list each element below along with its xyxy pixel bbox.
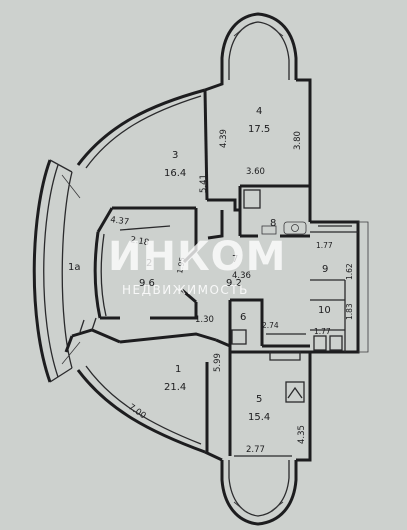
- room-3-number: 3: [172, 150, 178, 161]
- room-10-number: 10: [318, 305, 331, 316]
- dim-2-77: 2.77: [246, 445, 265, 455]
- room-5-number: 5: [256, 394, 262, 405]
- dim-1-62: 1.62: [345, 263, 354, 280]
- dim-2-18: 2.18: [129, 235, 149, 248]
- room-6-number: 6: [240, 312, 246, 323]
- room-7-area: 9.2: [226, 278, 242, 289]
- interior-walls: [64, 184, 369, 457]
- dim-4-36: 4.36: [232, 271, 251, 281]
- room-9-number: 9: [322, 264, 328, 275]
- dim-3-60: 3.60: [246, 167, 265, 177]
- room-2-area: 9.6: [139, 278, 155, 289]
- dim-4-35: 4.35: [297, 425, 307, 444]
- room-1-area: 21.4: [164, 382, 186, 393]
- dim-1-95: 1.95: [175, 256, 187, 274]
- room-2-number: 2: [146, 258, 152, 269]
- room-7-number: 7: [232, 254, 238, 265]
- dim-1-77-bottom: 1.77: [314, 327, 331, 336]
- dim-1-83: 1.83: [345, 303, 354, 320]
- dim-1-30: 1.30: [195, 315, 214, 325]
- room-3-area: 16.4: [164, 168, 186, 179]
- dim-5-41: 5.41: [199, 174, 209, 193]
- dim-5-99: 5.99: [213, 353, 223, 372]
- room-1-number: 1: [175, 364, 181, 375]
- room-4-area: 17.5: [248, 124, 270, 135]
- room-8-number: 8: [270, 218, 276, 229]
- dim-4-37: 4.37: [110, 215, 130, 228]
- room-1a-number: 1a: [68, 262, 81, 273]
- dim-2-74: 2.74: [262, 321, 279, 330]
- watermark-subtitle: НЕДВИЖИМОСТЬ: [122, 283, 249, 297]
- room-labels: 1a 1 21.4 2 9.6 3 16.4 4 17.5 5 15.4 6 7…: [68, 106, 331, 423]
- room-4-number: 4: [256, 106, 262, 117]
- watermark-logo-text: ИНКОМ: [108, 234, 286, 280]
- watermark-logo: ИНКОМ НЕДВИЖИМОСТЬ: [108, 234, 286, 297]
- dim-1-77-top: 1.77: [316, 241, 333, 250]
- dim-4-39: 4.39: [219, 129, 229, 148]
- room-5-area: 15.4: [248, 412, 270, 423]
- dim-3-80: 3.80: [293, 131, 303, 150]
